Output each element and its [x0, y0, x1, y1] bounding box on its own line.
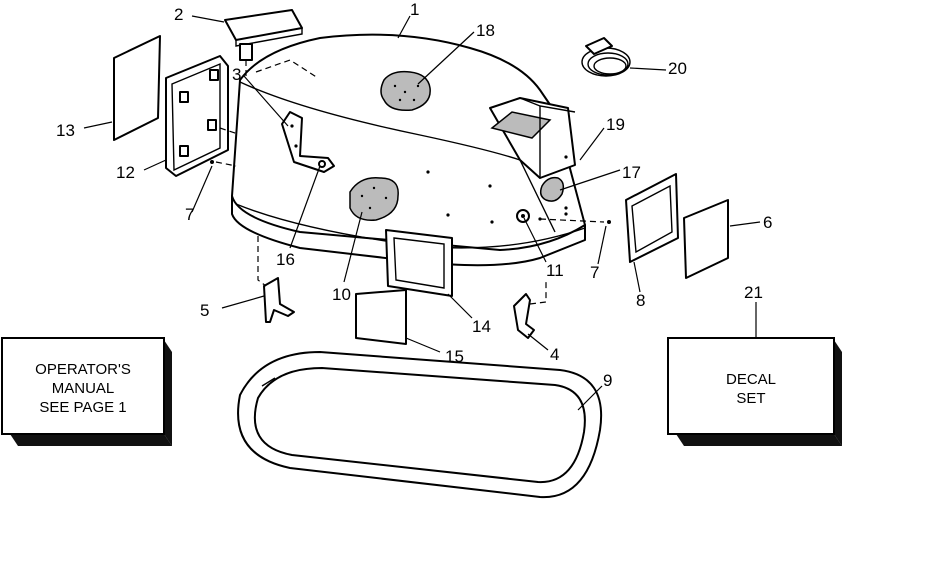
part-15-decal [355, 289, 407, 345]
callout-3: 3 [232, 65, 241, 84]
manual-line-3: SEE PAGE 1 [39, 399, 126, 416]
part-18-foam [380, 70, 431, 112]
part-1-cowl [231, 33, 586, 267]
callout-14: 14 [472, 317, 491, 336]
part-9-seal [237, 351, 603, 499]
part-3-latch [281, 111, 335, 173]
part-12-side-panel [165, 55, 239, 177]
callout-11: 11 [546, 261, 564, 280]
callout-15: 15 [445, 347, 464, 366]
callout-16: 16 [276, 250, 295, 269]
callout-9: 9 [603, 371, 612, 390]
callout-19: 19 [606, 115, 625, 134]
leader-lines [83, 15, 761, 411]
part-6-decal [683, 199, 729, 279]
callout-1: 1 [410, 0, 419, 19]
callout-21: 21 [744, 283, 763, 302]
callout-7-right: 7 [590, 263, 599, 282]
part-4-bracket [513, 282, 547, 339]
part-17-foam [539, 176, 565, 202]
callout-18: 18 [476, 21, 495, 40]
operators-manual-box: OPERATOR'S MANUAL SEE PAGE 1 [1, 337, 172, 446]
part-8-frame [625, 173, 679, 263]
part-2-top-cover [224, 9, 303, 76]
callout-7-left: 7 [185, 205, 194, 224]
manual-line-2: MANUAL [52, 380, 115, 397]
callout-12: 12 [116, 163, 135, 182]
part-14-frame [385, 229, 453, 297]
part-11-grommet [516, 209, 611, 224]
decal-line-1: DECAL [726, 371, 776, 388]
decal-line-2: SET [736, 390, 765, 407]
part-10-foam [349, 177, 399, 221]
part-13-decal [113, 35, 161, 141]
callout-13: 13 [56, 121, 75, 140]
callout-6: 6 [763, 213, 772, 232]
manual-line-1: OPERATOR'S [35, 361, 131, 378]
callout-4: 4 [550, 345, 559, 364]
callout-2: 2 [174, 5, 183, 24]
part-20-harness [581, 37, 631, 77]
part-5-bracket [257, 236, 295, 323]
callout-20: 20 [668, 59, 687, 78]
callout-10: 10 [332, 285, 351, 304]
callout-5: 5 [200, 301, 209, 320]
callout-numbers: 1 2 3 4 5 6 7 7 8 9 10 11 12 13 14 15 16… [56, 0, 772, 390]
callout-17: 17 [622, 163, 641, 182]
decal-set-box: DECAL SET [667, 337, 842, 446]
callout-8: 8 [636, 291, 645, 310]
